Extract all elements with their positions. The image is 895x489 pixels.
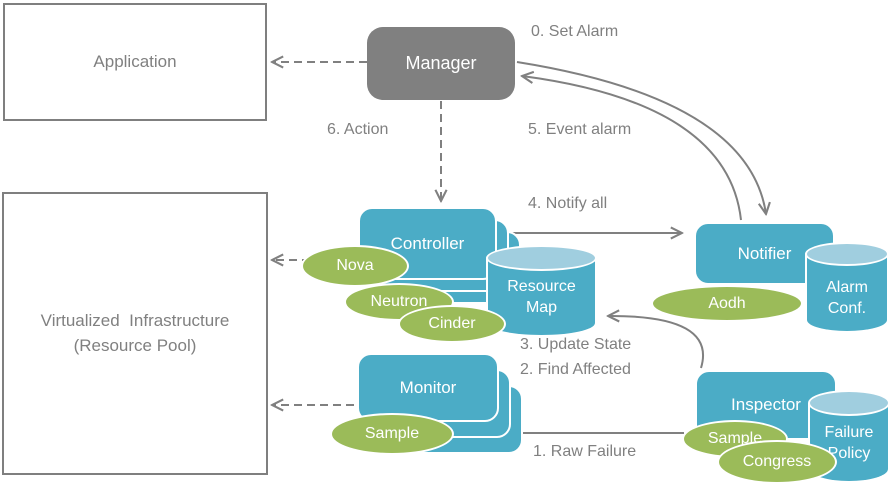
virtualized-infrastructure-box: Virtualized Infrastructure (Resource Poo… — [2, 192, 268, 475]
alarm-conf-cylinder-top — [805, 242, 889, 266]
manager-box: Manager — [367, 27, 515, 100]
arrow-set-alarm-manager-to-notifier — [516, 61, 766, 214]
controller-label: Controller — [390, 233, 465, 253]
alarm-conf-cylinder-body — [805, 254, 889, 333]
inspector-label: Inspector — [731, 395, 801, 414]
step-label-raw-failure: 1. Raw Failure — [533, 443, 637, 460]
failure-policy-cylinder-top — [808, 390, 890, 416]
step-label-event-alarm: 5. Event alarm — [528, 121, 632, 138]
manager-label: Manager — [405, 53, 477, 73]
notifier-label: Notifier — [737, 243, 792, 263]
step-label-find-affected: 2. Find Affected — [520, 361, 631, 378]
step-label-notify-all: 4. Notify all — [528, 195, 608, 212]
sample-monitor-label: Sample — [364, 425, 420, 442]
cinder-ellipse: Cinder — [398, 305, 506, 343]
aodh-ellipse: Aodh — [651, 285, 803, 322]
resource-map-label-line1: Resource — [507, 278, 576, 296]
application-label: Application — [93, 52, 177, 71]
aodh-label: Aodh — [708, 294, 746, 312]
resource-map-cylinder: Resource Map — [486, 245, 597, 337]
step-label-action: 6. Action — [327, 121, 389, 138]
alarm-conf-label-line1: Alarm — [826, 278, 868, 296]
failure-policy-label-line2: Policy — [827, 444, 871, 462]
cinder-label: Cinder — [428, 315, 476, 332]
nova-ellipse: Nova — [301, 245, 409, 287]
sample-monitor-ellipse: Sample — [330, 413, 454, 455]
monitor-box: Monitor — [357, 353, 499, 422]
step-label-set-alarm: 0. Set Alarm — [531, 23, 619, 40]
alarm-conf-label-line2: Conf. — [827, 299, 867, 317]
arrow-event-alarm-notifier-to-manager — [522, 76, 742, 221]
neutron-label: Neutron — [370, 293, 428, 310]
resource-map-cylinder-top — [486, 245, 597, 271]
virtualized-infrastructure-label-line1: Virtualized Infrastructure — [40, 310, 230, 330]
resource-map-label-line2: Map — [525, 299, 558, 316]
congress-ellipse: Congress — [717, 440, 837, 484]
application-box: Application — [3, 3, 267, 121]
nova-label: Nova — [336, 257, 374, 274]
failure-policy-label-line1: Failure — [824, 423, 874, 441]
congress-label: Congress — [742, 453, 812, 470]
virtualized-infrastructure-label-line2: (Resource Pool) — [73, 335, 197, 355]
alarm-conf-cylinder: Alarm Conf. — [805, 242, 889, 333]
arrow-inspector-to-resource-map — [608, 316, 704, 369]
step-label-update-state: 3. Update State — [520, 336, 632, 353]
monitor-label: Monitor — [399, 377, 457, 397]
